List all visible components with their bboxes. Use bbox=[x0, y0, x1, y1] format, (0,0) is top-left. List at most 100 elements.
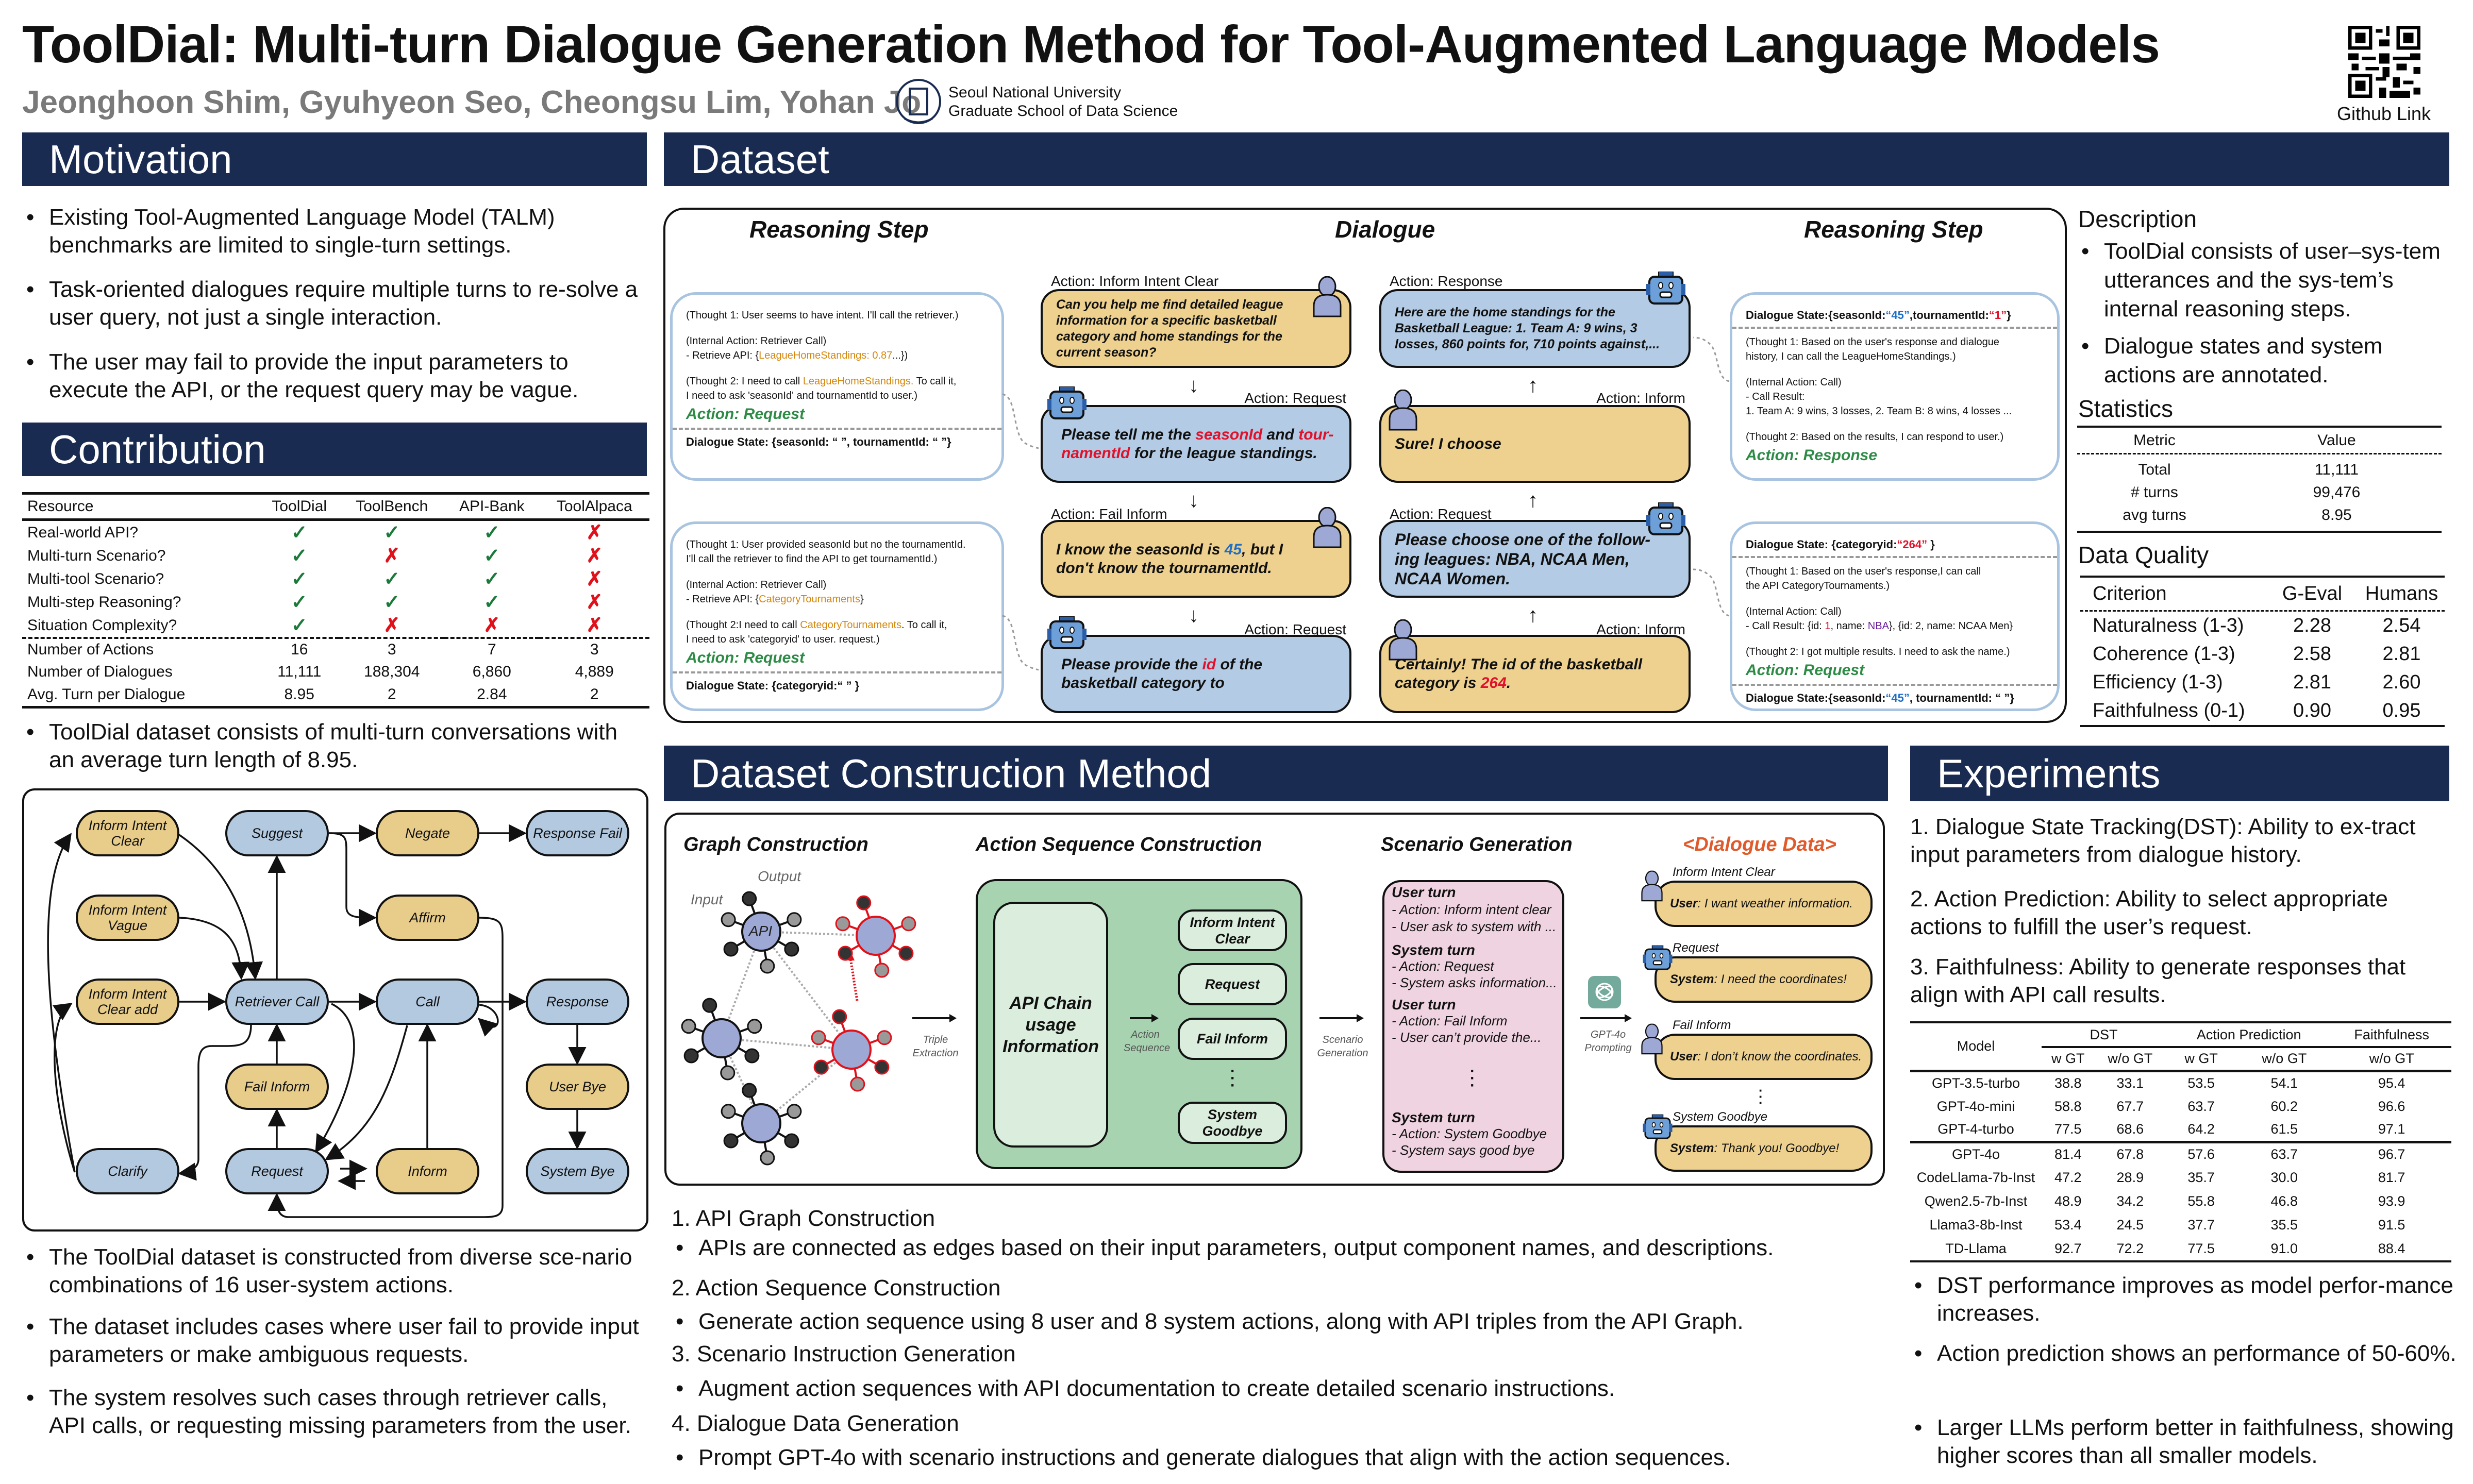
affiliation-school: Graduate School of Data Science bbox=[948, 103, 1178, 120]
api-param-node bbox=[702, 998, 717, 1013]
reasoning-action: Action: Request bbox=[686, 406, 805, 423]
criterion: Faithfulness (0-1) bbox=[2093, 700, 2245, 721]
action-label: Action: Inform Intent Clear bbox=[1051, 273, 1219, 289]
scenario-turn-heading: System turn bbox=[1392, 1109, 1475, 1125]
action-node-fail-inform: Fail Inform bbox=[225, 1064, 329, 1110]
check-icon: ✓ bbox=[291, 545, 308, 567]
reasoning-box: (Thought 1: User seems to have intent. I… bbox=[670, 292, 1004, 481]
step-title: 2. Action Sequence Construction bbox=[672, 1275, 1001, 1301]
api-param-node bbox=[813, 1059, 829, 1075]
spacer bbox=[1746, 633, 2044, 645]
api-param-node bbox=[898, 946, 914, 961]
score: 81.4 bbox=[2042, 1140, 2095, 1166]
ellipsis-icon: ··· bbox=[1230, 1063, 1235, 1094]
step-bullet: Augment action sequences with API docume… bbox=[672, 1375, 1898, 1403]
check-icon: ✓ bbox=[291, 522, 308, 544]
arrow-right-icon bbox=[1130, 1014, 1159, 1022]
experiment-bullet: Larger LLMs perform better in faithfulne… bbox=[1910, 1414, 2457, 1470]
api-param-node bbox=[721, 912, 736, 927]
arrow-right-icon bbox=[1580, 1014, 1632, 1022]
edge bbox=[315, 1003, 355, 1154]
table-row: Real-world API?✓✓✓✗ bbox=[22, 520, 649, 545]
score: 53.5 bbox=[2166, 1069, 2237, 1094]
cell-value: 4,889 bbox=[575, 663, 614, 680]
score: 96.6 bbox=[2378, 1098, 2405, 1114]
api-param-node bbox=[760, 958, 775, 974]
cell-value: 2 bbox=[387, 686, 396, 703]
api-param-node bbox=[835, 916, 850, 932]
action-label: Action: Request bbox=[1244, 390, 1346, 406]
reasoning-line: - Call Result: {id: 1, name: NBA}, {id: … bbox=[1746, 619, 2044, 633]
scenario-line: - User ask to system with ... bbox=[1392, 919, 1557, 934]
input-label: Input bbox=[691, 891, 723, 907]
affiliation-university: Seoul National University bbox=[948, 84, 1122, 101]
step-bullet: APIs are connected as edges based on the… bbox=[672, 1234, 1898, 1262]
qr-code[interactable] bbox=[2348, 26, 2420, 98]
action-node-call: Call bbox=[376, 979, 479, 1025]
divider bbox=[1732, 556, 2057, 558]
data-quality-header-row: Criterion G-Eval Humans bbox=[2080, 578, 2445, 612]
row-label: Multi-turn Scenario? bbox=[27, 547, 166, 564]
score: 68.6 bbox=[2116, 1121, 2144, 1137]
model-name: Qwen2.5-7b-Inst bbox=[1924, 1193, 2028, 1209]
motivation-bullet: Task-oriented dialogues require multiple… bbox=[22, 276, 648, 331]
model-name: GPT-4-turbo bbox=[1937, 1121, 2014, 1137]
score: 46.8 bbox=[2270, 1193, 2298, 1209]
action-label: Action: Request bbox=[1390, 506, 1492, 522]
dialogue-text: : Thank you! Goodbye! bbox=[1714, 1141, 1840, 1155]
score: 88.4 bbox=[2378, 1240, 2405, 1256]
action-label: Action: Response bbox=[1390, 273, 1503, 289]
user-avatar-icon bbox=[1388, 619, 1418, 663]
robot-icon bbox=[1046, 616, 1088, 652]
scenario-line: - Action: Request bbox=[1392, 958, 1494, 974]
user-avatar-icon bbox=[1641, 1023, 1663, 1057]
spacer bbox=[686, 323, 988, 334]
column-header: ToolAlpaca bbox=[539, 495, 649, 521]
geval-score: 0.90 bbox=[2293, 700, 2331, 721]
spacer bbox=[686, 566, 988, 578]
left-bottom-bullet: The ToolDial dataset is constructed from… bbox=[22, 1243, 648, 1299]
reasoning-line: (Internal Action: Call) bbox=[1746, 604, 2044, 619]
api-edge bbox=[760, 1049, 853, 1124]
divider bbox=[673, 671, 1001, 673]
cell-value: 2 bbox=[590, 686, 599, 703]
model-name: Llama3-8b-Inst bbox=[1929, 1217, 2023, 1233]
action-node-inform-intent-vague: Inform Intent Vague bbox=[76, 895, 179, 941]
action-graph-edges bbox=[47, 824, 587, 1218]
left-reasoning-title: Reasoning Step bbox=[749, 216, 929, 243]
dialogue-state: Dialogue State: {categoryid:“264” } bbox=[1746, 532, 2044, 552]
text-segment: seasonId bbox=[1195, 426, 1263, 443]
dialogue-bubble: User: I want weather information. bbox=[1655, 881, 1873, 927]
text-segment: (Thought 2:I need to call bbox=[686, 619, 800, 631]
scenario-line: - Action: Fail Inform bbox=[1392, 1013, 1508, 1028]
api-param-node bbox=[838, 946, 853, 961]
arrow-up-icon: ↑ bbox=[1528, 604, 1538, 627]
api-node bbox=[741, 1103, 781, 1143]
api-param-node bbox=[877, 1030, 892, 1045]
check-icon: ✓ bbox=[383, 522, 400, 544]
experiment-item: 3. Faithfulness: Ability to generate res… bbox=[1910, 954, 2406, 1007]
scenario-line: - User can’t provide the... bbox=[1392, 1030, 1542, 1045]
score: 77.5 bbox=[2054, 1121, 2082, 1137]
text-segment: I need to ask 'seasonId' and tournamentI… bbox=[686, 390, 918, 401]
reasoning-action: Action: Request bbox=[1746, 662, 1865, 679]
spacer bbox=[686, 363, 988, 374]
edge bbox=[175, 831, 263, 980]
experiment-bullet: Action prediction shows an performance o… bbox=[1910, 1340, 2457, 1368]
row-label: Avg. Turn per Dialogue bbox=[27, 686, 186, 703]
api-param-node bbox=[787, 1104, 802, 1119]
api-edge bbox=[760, 931, 853, 1051]
text-segment: 1. Team A: 9 wins, 3 losses, 2. Team B: … bbox=[1746, 406, 2012, 417]
row-label: Number of Dialogues bbox=[27, 663, 173, 680]
experiments-header: Experiments bbox=[1910, 746, 2449, 801]
check-icon: ✓ bbox=[383, 592, 400, 613]
text-segment: - Retrieve API: { bbox=[686, 350, 759, 361]
row-label: Multi-step Reasoning? bbox=[27, 593, 181, 611]
